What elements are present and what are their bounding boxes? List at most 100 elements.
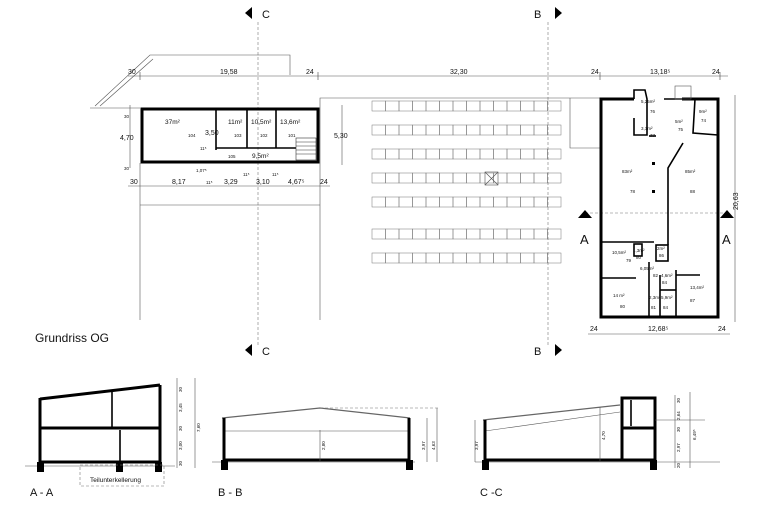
parking-stall <box>398 228 413 240</box>
parking-stall <box>398 100 413 112</box>
section-a-a: Teilunterkellerung 30 3,45 30 3,00 30 7,… <box>25 378 201 499</box>
parking-stall <box>466 196 481 208</box>
room-area: 6,05m² <box>640 266 655 271</box>
parking-stall <box>533 172 548 184</box>
room-number: 82 <box>653 273 659 278</box>
parking-stall <box>412 100 427 112</box>
room-area: 83m² <box>622 169 633 174</box>
room-number: 75 <box>678 127 684 132</box>
room-area: 10,5m² <box>251 119 272 126</box>
parking-stall <box>385 148 400 160</box>
marker-label: C <box>262 9 270 21</box>
parking-stall <box>466 148 481 160</box>
dim-label: 30 <box>124 166 130 171</box>
parking-stall <box>547 100 562 112</box>
dim-label: 4,67⁵ <box>288 179 305 186</box>
parking-stall <box>520 148 535 160</box>
parking-stall <box>371 100 386 112</box>
parking-stall <box>398 196 413 208</box>
parking-stall <box>479 228 494 240</box>
dim-label: 30 <box>130 179 138 186</box>
parking-stall <box>425 228 440 240</box>
parking-stall <box>547 124 562 136</box>
dim-label: 3,97 <box>421 441 426 450</box>
section-c-c: 3,97 4,70 30 2,64 30 2,97 20 6,49⁵ C -C <box>474 392 720 499</box>
parking-stall <box>493 252 508 264</box>
parking-stall <box>533 228 548 240</box>
top-dimension-line: 30 19,58 24 32,30 24 13,18⁵ 24 <box>128 69 728 80</box>
parking-grid <box>371 100 562 264</box>
parking-stall <box>466 100 481 112</box>
dim-label: 6,49⁵ <box>692 429 697 440</box>
marker-label: C <box>262 346 270 358</box>
parking-stall <box>385 100 400 112</box>
dim-label: 24 <box>590 326 598 333</box>
stair-icon <box>295 137 317 161</box>
room-number: 101 <box>288 133 296 138</box>
room-number: 105 <box>228 154 236 159</box>
parking-stall <box>479 172 494 184</box>
parking-stall <box>398 252 413 264</box>
parking-stall <box>520 124 535 136</box>
room-number: 104 <box>188 133 196 138</box>
section-label: A - A <box>30 487 54 499</box>
dim-label: 19,58 <box>220 69 238 76</box>
parking-stall <box>479 148 494 160</box>
room-area: 11m² <box>228 119 243 126</box>
parking-stall <box>506 100 521 112</box>
dim-label: 24 <box>712 69 720 76</box>
dim-label: 12,68⁵ <box>648 326 669 333</box>
dim-label: 11⁵ <box>206 180 213 185</box>
dim-label: 30 <box>124 114 130 119</box>
parking-stall <box>439 196 454 208</box>
parking-stall <box>425 196 440 208</box>
parking-stall <box>533 124 548 136</box>
parking-stall <box>371 148 386 160</box>
dim-label: 24 <box>320 179 328 186</box>
dim-label: 3,10 <box>256 179 270 186</box>
room-number: 76 <box>650 109 656 114</box>
parking-stall <box>520 228 535 240</box>
parking-stall <box>506 124 521 136</box>
parking-stall <box>371 172 386 184</box>
room-area: 3,1m² <box>641 126 653 131</box>
parking-stall <box>506 252 521 264</box>
room-area: 13,6m² <box>280 119 301 126</box>
parking-stall <box>412 172 427 184</box>
parking-stall <box>506 196 521 208</box>
room-area: 5m² <box>675 119 683 124</box>
parking-stall <box>425 124 440 136</box>
room-number: 103 <box>234 133 242 138</box>
dim-label: 30 <box>128 69 136 76</box>
parking-stall <box>452 148 467 160</box>
plan-title: Grundriss OG <box>35 331 109 345</box>
parking-stall <box>385 172 400 184</box>
parking-stall <box>439 172 454 184</box>
room-area: 13,4m² <box>690 285 705 290</box>
room-number: 80 <box>620 304 626 309</box>
right-building <box>599 85 720 319</box>
room-area: 10,5m² <box>612 250 627 255</box>
room-number: 77 <box>650 133 656 138</box>
dim-label: 5,30 <box>334 133 348 140</box>
room-area: 14 m² <box>613 293 625 298</box>
dim-label: 20,63 <box>733 192 740 210</box>
marker-label: A <box>722 232 731 247</box>
marker-arrow-icon <box>578 210 592 218</box>
section-cut-lines <box>257 22 730 345</box>
marker-label: B <box>534 346 541 358</box>
parking-stall <box>439 228 454 240</box>
parking-stall <box>439 124 454 136</box>
dim-label: 11⁵ <box>272 172 279 177</box>
section-marker-c-top: C <box>245 7 270 21</box>
marker-label: A <box>580 232 589 247</box>
parking-stall <box>425 148 440 160</box>
room-area: 1,3m² <box>633 248 645 253</box>
parking-stall <box>547 196 562 208</box>
room-area: 85m² <box>685 169 696 174</box>
parking-stall <box>479 100 494 112</box>
marker-arrow-icon <box>245 344 252 356</box>
parking-stall <box>506 148 521 160</box>
parking-stall <box>452 196 467 208</box>
